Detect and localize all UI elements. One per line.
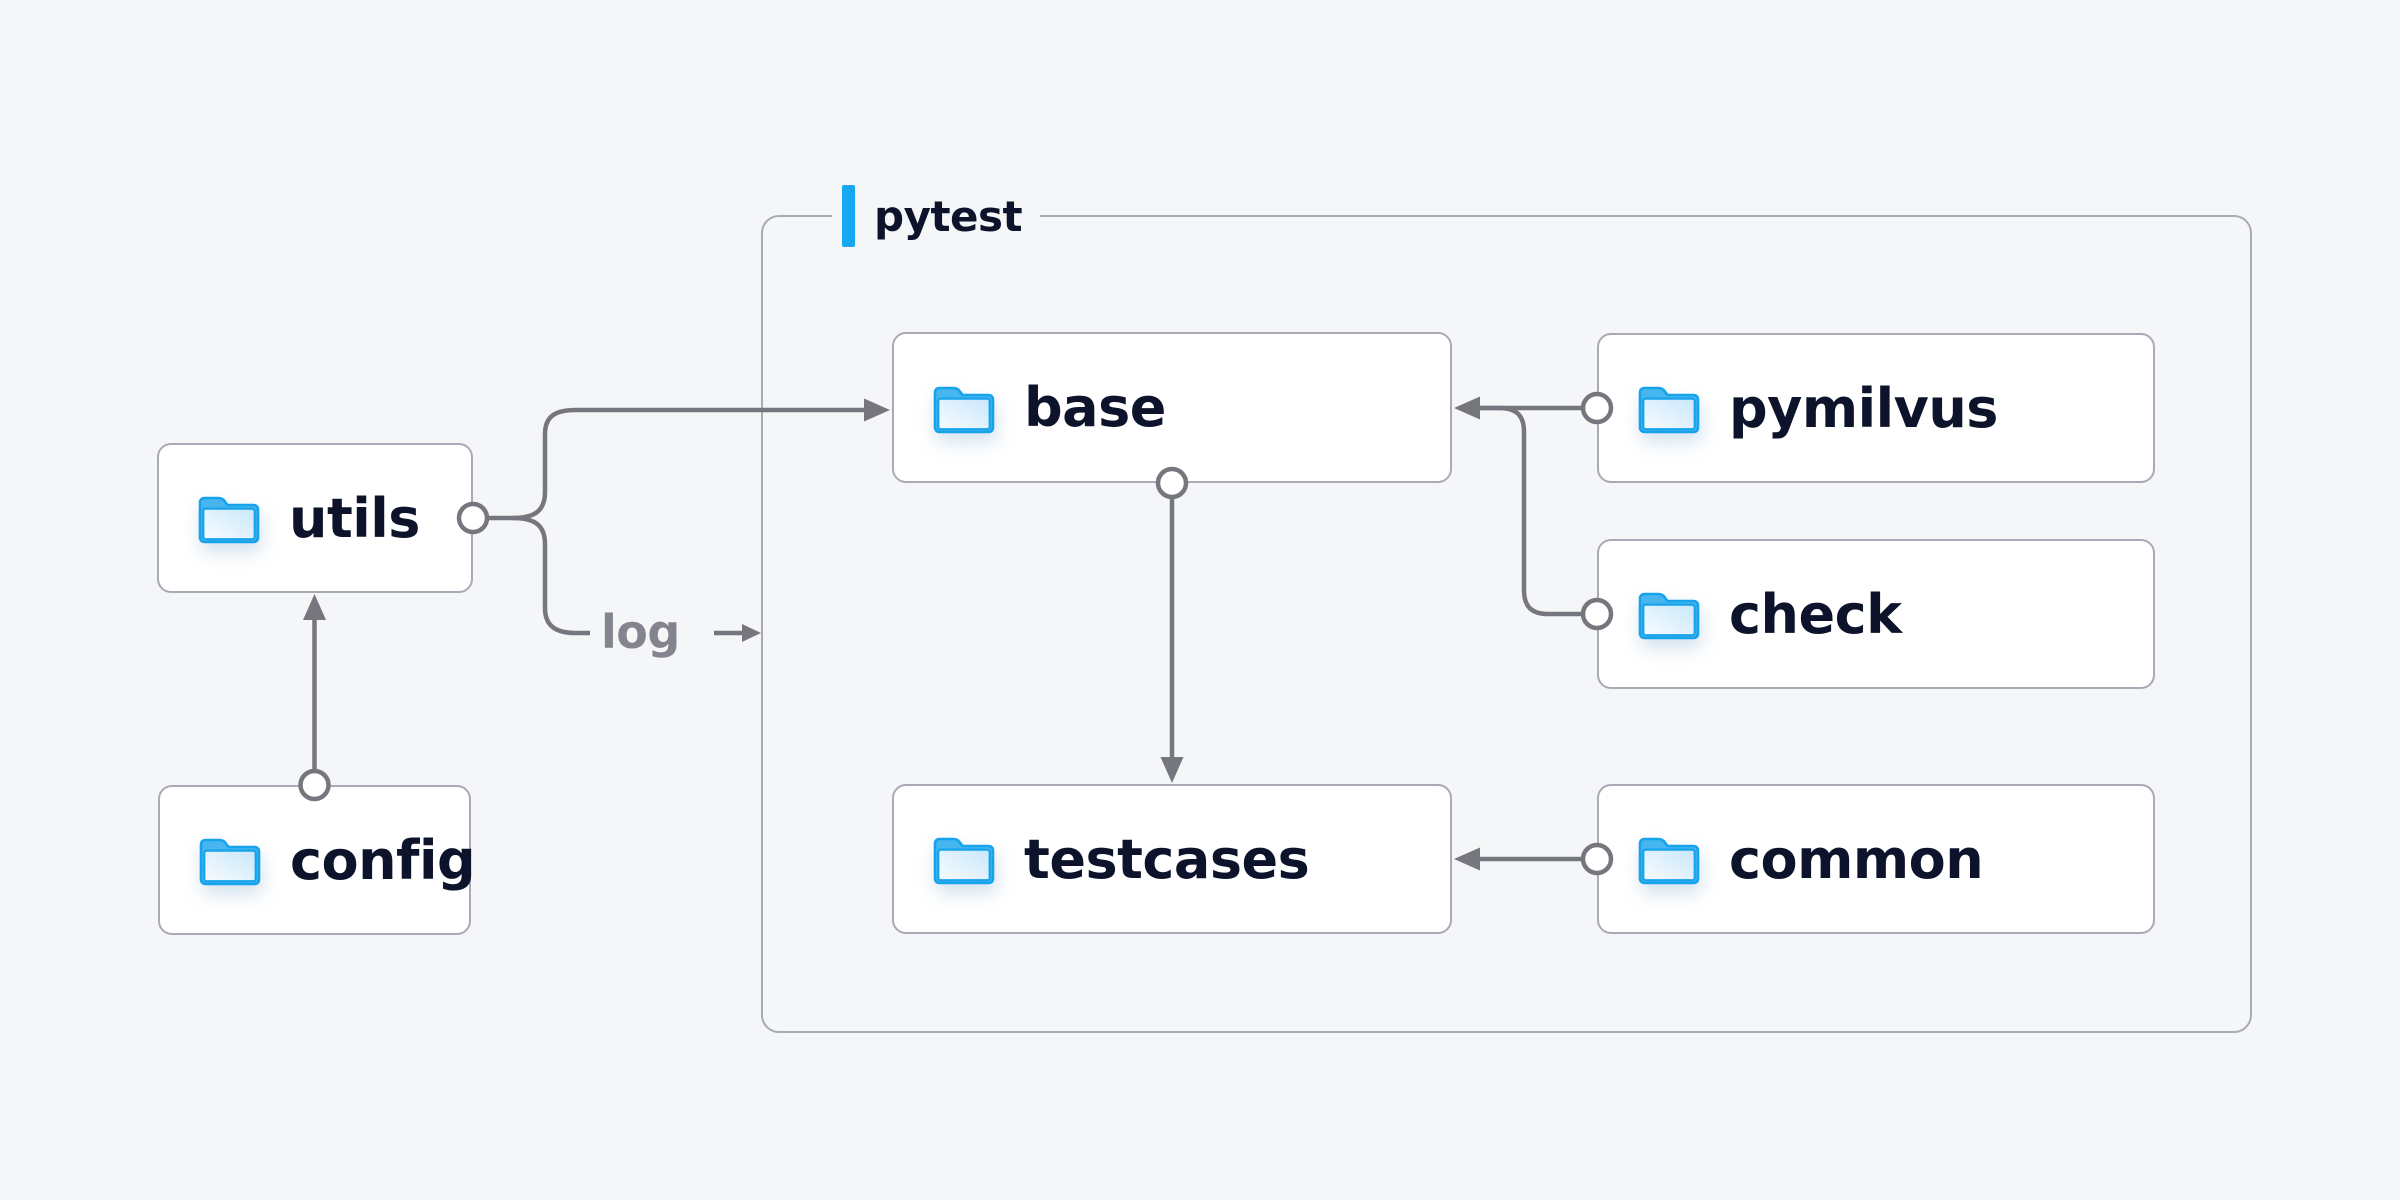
folder-icon	[197, 491, 261, 545]
node-pymilvus: pymilvus	[1597, 333, 2155, 483]
log-annotation: log	[601, 605, 680, 659]
node-label: testcases	[1024, 827, 1310, 891]
folder-icon	[932, 381, 996, 435]
folder-icon	[1637, 381, 1701, 435]
pytest-group-container	[761, 215, 2252, 1033]
node-testcases: testcases	[892, 784, 1452, 934]
node-label: common	[1729, 827, 1984, 891]
node-label: check	[1729, 582, 1902, 646]
folder-icon	[198, 833, 262, 887]
folder-icon	[1637, 587, 1701, 641]
node-check: check	[1597, 539, 2155, 689]
node-config: config	[158, 785, 476, 935]
folder-icon	[1637, 832, 1701, 886]
node-label: base	[1024, 376, 1166, 439]
pytest-group-label: pytest	[832, 185, 1041, 247]
node-label: config	[290, 828, 476, 892]
edge-config-to-utils	[298, 594, 331, 802]
folder-icon	[932, 832, 996, 886]
node-label: pymilvus	[1729, 376, 1998, 440]
accent-bar-icon	[842, 185, 855, 247]
node-common: common	[1597, 784, 2155, 934]
pytest-group-title: pytest	[874, 191, 1023, 241]
node-label: utils	[289, 486, 420, 550]
node-base: base	[892, 332, 1452, 483]
node-utils: utils	[157, 443, 473, 593]
